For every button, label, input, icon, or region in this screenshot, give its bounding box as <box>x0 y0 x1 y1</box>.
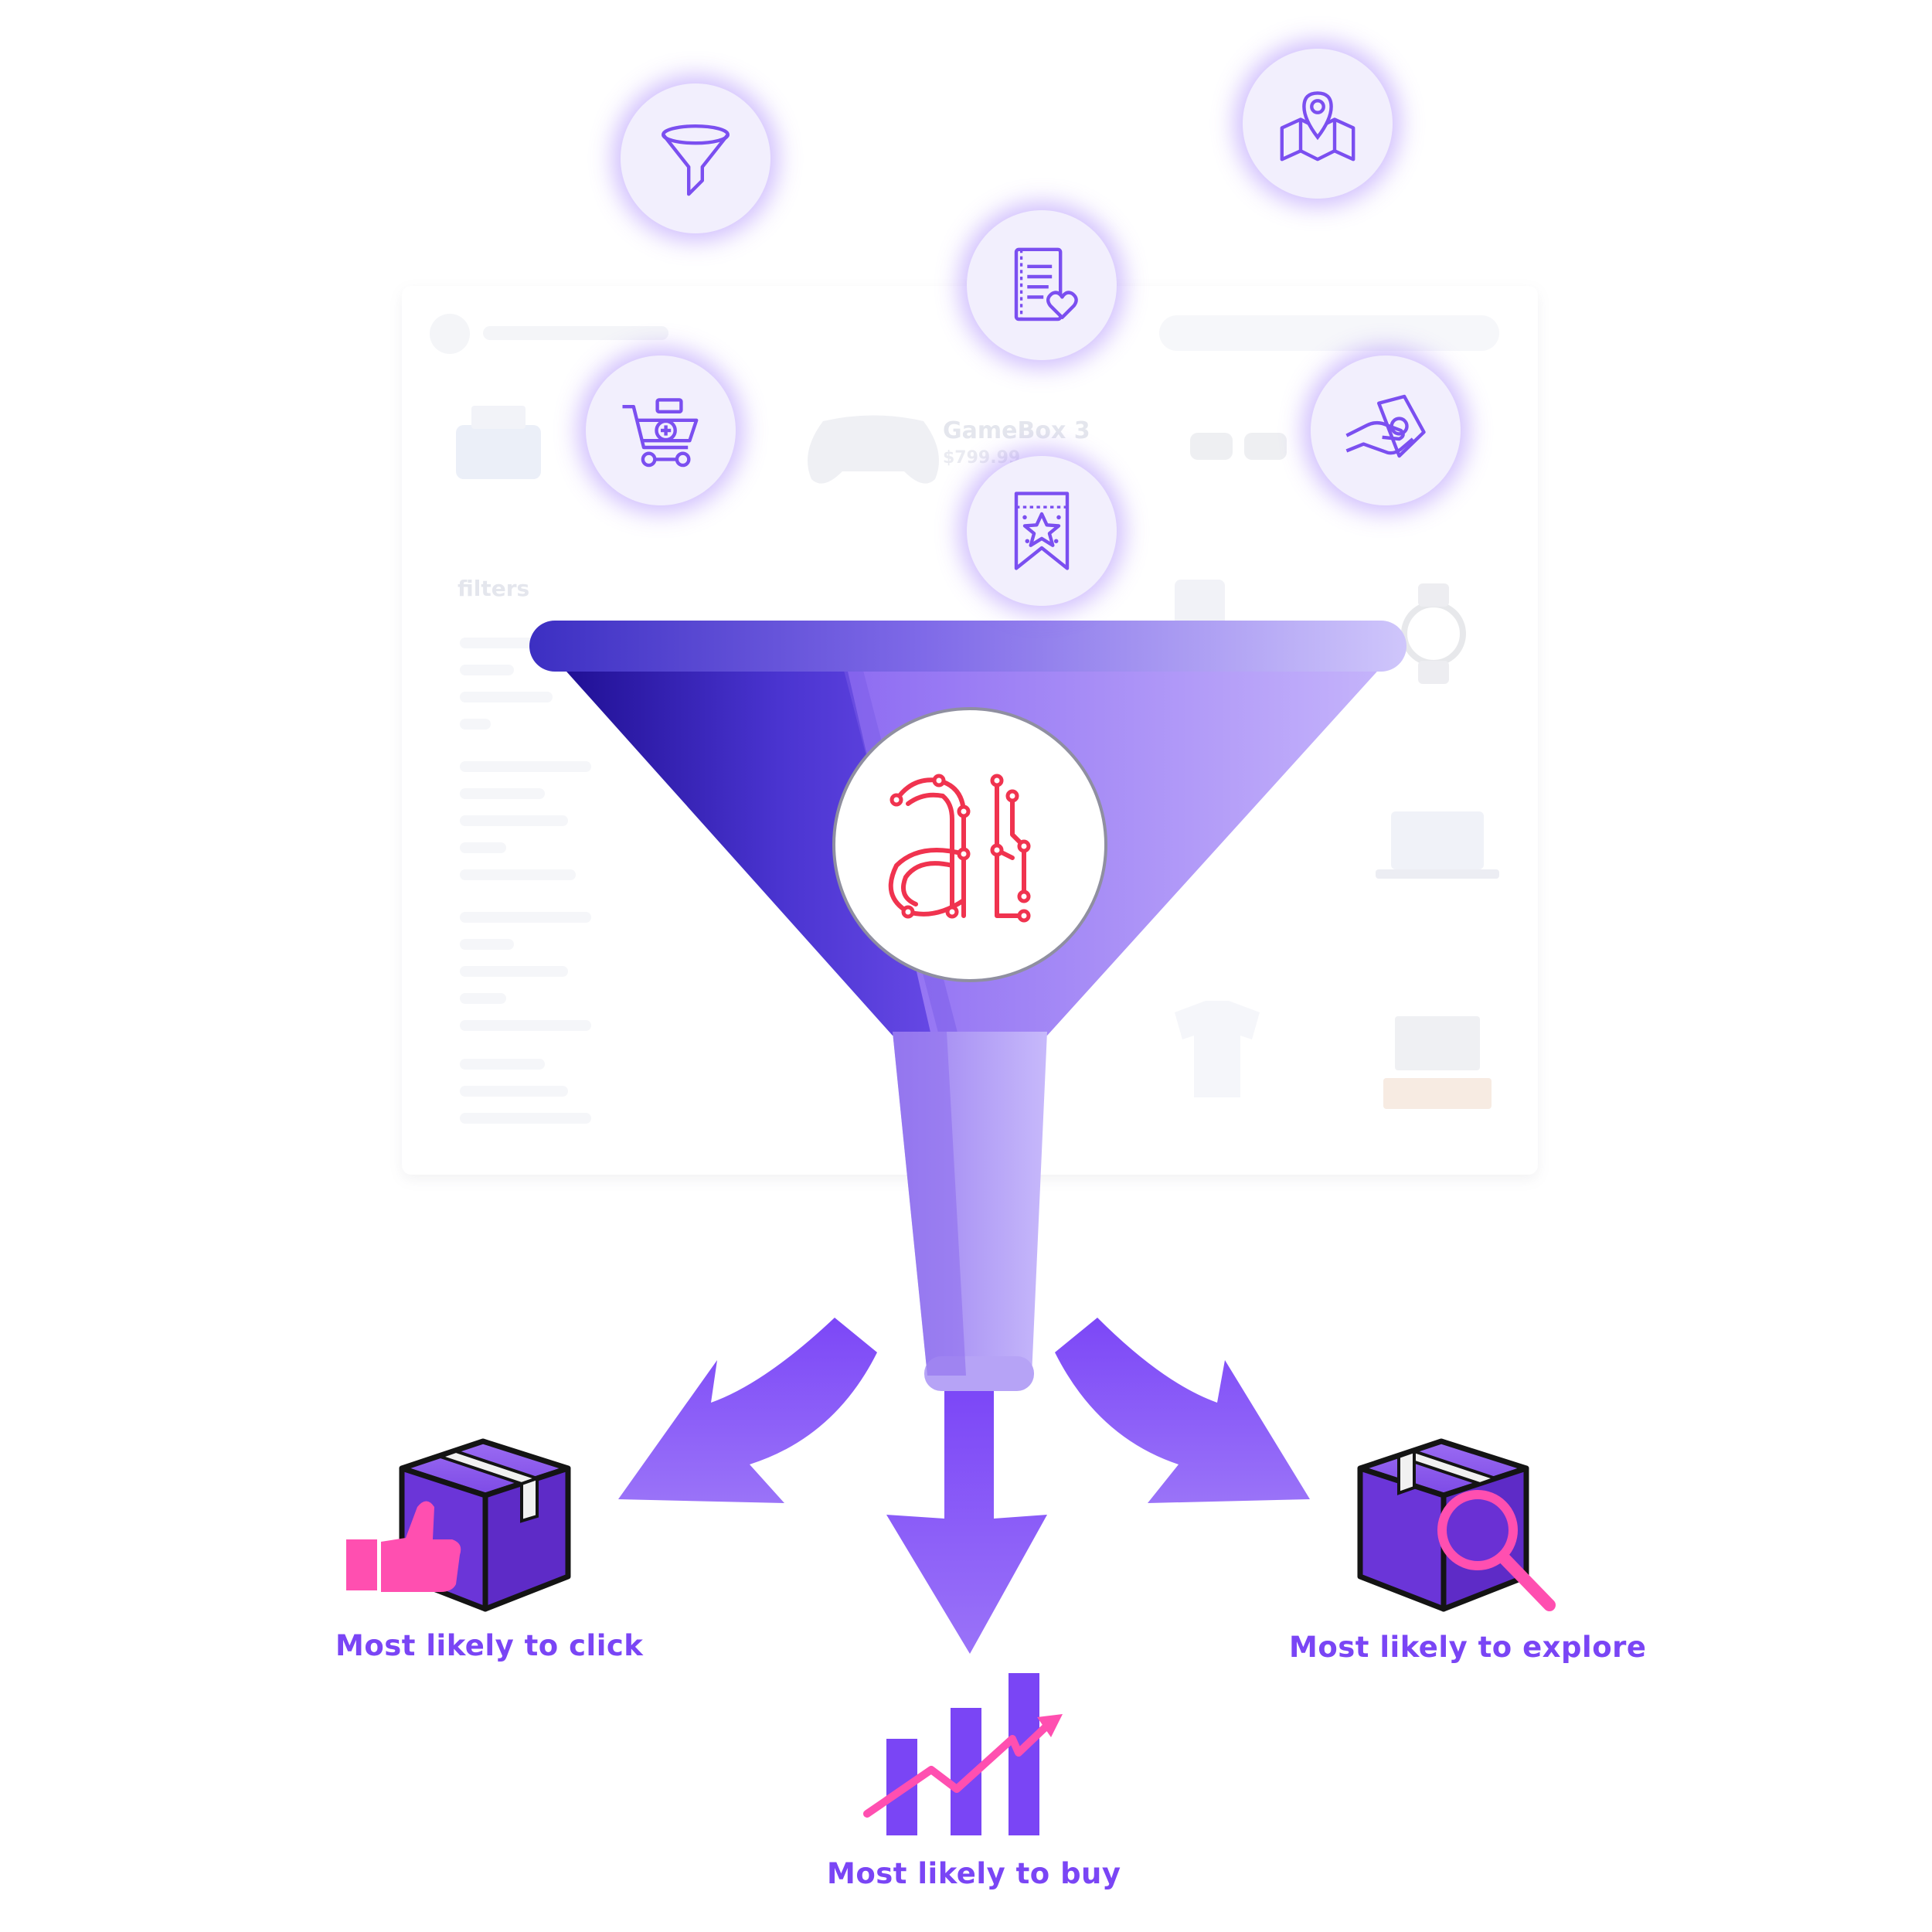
cart-add-icon <box>622 398 699 468</box>
mockup-product-name: GameBox 3 <box>943 417 1090 444</box>
outcome-label-click: Most likely to click <box>335 1629 644 1662</box>
funnel-rim <box>529 621 1406 672</box>
favorite-list-icon <box>1014 247 1078 321</box>
funnel-cone-left <box>560 665 958 1036</box>
arrow-center <box>886 1391 1047 1654</box>
funnel-icon <box>662 124 730 196</box>
feature-add-to-cart <box>586 355 736 505</box>
mockup-skeleton <box>430 314 1499 1124</box>
mockup-filters-label: filters <box>457 576 530 601</box>
arrow-right <box>1055 1318 1310 1503</box>
arrow-left <box>618 1318 877 1503</box>
feature-rating <box>967 456 1117 606</box>
feature-filter <box>621 83 770 233</box>
ai-logo-icon <box>832 707 1107 982</box>
feature-location <box>1243 49 1393 199</box>
hand-money-icon <box>1345 394 1426 458</box>
feature-payment <box>1311 355 1461 505</box>
box-thumbs-up-icon <box>346 1438 571 1612</box>
feature-wishlist <box>967 210 1117 360</box>
growth-chart-icon <box>863 1673 1063 1835</box>
outcome-label-explore: Most likely to explore <box>1289 1631 1647 1664</box>
outcome-label-buy: Most likely to buy <box>827 1857 1121 1890</box>
box-search-icon <box>1357 1438 1556 1612</box>
star-bookmark-icon <box>1014 492 1070 570</box>
map-pin-icon <box>1280 91 1355 162</box>
